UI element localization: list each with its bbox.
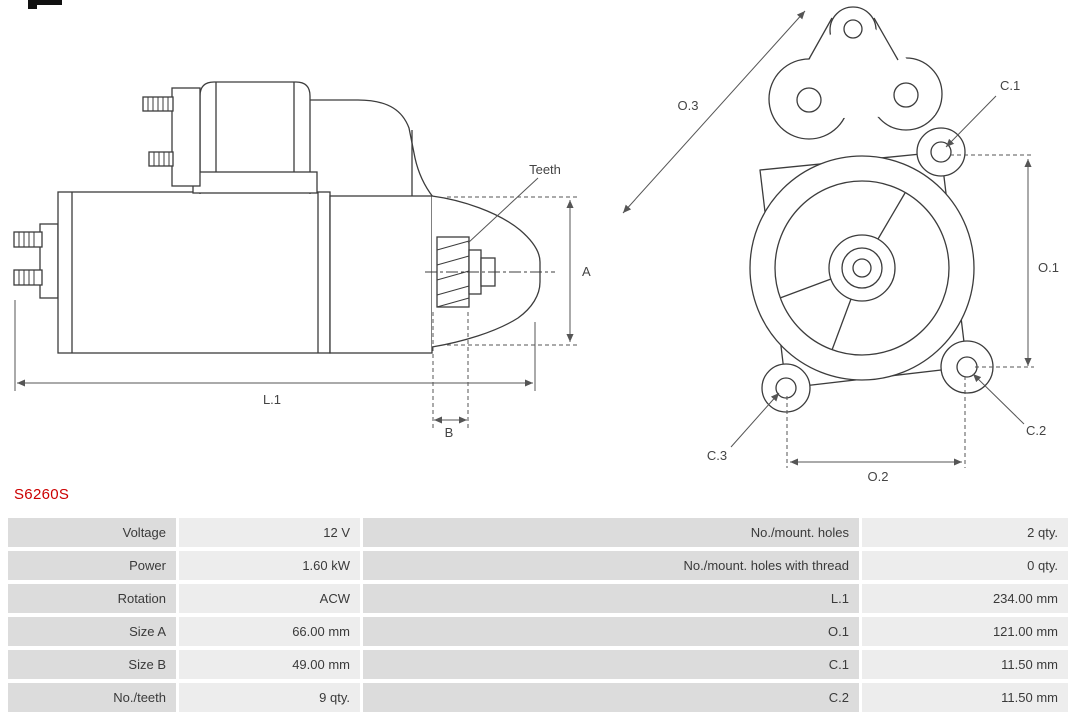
- spec-power-label: Power: [8, 551, 176, 580]
- side-view-drawing: [13, 81, 555, 354]
- spec-voltage-value: 12 V: [179, 518, 360, 547]
- dim-o3-label: O.3: [678, 98, 699, 113]
- spec-size-b-label: Size B: [8, 650, 176, 679]
- dim-a-label: A: [582, 264, 591, 279]
- corner-artifact: [28, 0, 62, 9]
- spec-rotation-value: ACW: [179, 584, 360, 613]
- side-view-dimensions: [14, 177, 578, 428]
- spec-rotation-label: Rotation: [8, 584, 176, 613]
- spec-o1-value: 121.00 mm: [862, 617, 1068, 646]
- spec-mount-holes-value: 2 qty.: [862, 518, 1068, 547]
- dim-b-label: B: [445, 425, 454, 440]
- dim-c3-label: C.3: [707, 448, 727, 463]
- spec-power-value: 1.60 kW: [179, 551, 360, 580]
- spec-size-a-value: 66.00 mm: [179, 617, 360, 646]
- technical-diagram: Teeth A L.1 B: [13, 6, 1059, 484]
- spec-mount-holes-thread-label: No./mount. holes with thread: [363, 551, 859, 580]
- spec-size-b-value: 49.00 mm: [179, 650, 360, 679]
- spec-o1-label: O.1: [363, 617, 859, 646]
- dim-c2-label: C.2: [1026, 423, 1046, 438]
- spec-voltage-label: Voltage: [8, 518, 176, 547]
- spec-teeth-count-value: 9 qty.: [179, 683, 360, 712]
- part-number: S6260S: [14, 486, 70, 503]
- spec-c2-value: 11.50 mm: [862, 683, 1068, 712]
- spec-l1-value: 234.00 mm: [862, 584, 1068, 613]
- spec-teeth-count-label: No./teeth: [8, 683, 176, 712]
- front-view-drawing: [749, 6, 994, 413]
- teeth-label: Teeth: [529, 162, 561, 177]
- dim-l1-label: L.1: [263, 392, 281, 407]
- dim-o2-label: O.2: [868, 469, 889, 484]
- spec-c1-label: C.1: [363, 650, 859, 679]
- dim-o1-label: O.1: [1038, 260, 1059, 275]
- spec-l1-label: L.1: [363, 584, 859, 613]
- spec-size-a-label: Size A: [8, 617, 176, 646]
- spec-c2-label: C.2: [363, 683, 859, 712]
- spec-c1-value: 11.50 mm: [862, 650, 1068, 679]
- spec-mount-holes-thread-value: 0 qty.: [862, 551, 1068, 580]
- specs-table: Voltage 12 V No./mount. holes 2 qty. Pow…: [8, 518, 1070, 712]
- front-view-dimensions: [622, 10, 1034, 468]
- spec-mount-holes-label: No./mount. holes: [363, 518, 859, 547]
- dim-c1-label: C.1: [1000, 78, 1020, 93]
